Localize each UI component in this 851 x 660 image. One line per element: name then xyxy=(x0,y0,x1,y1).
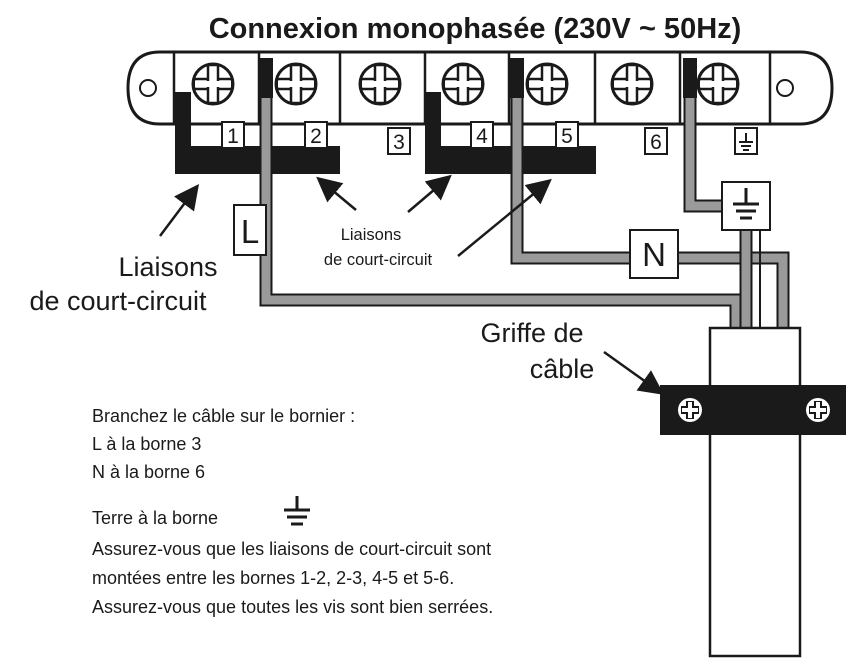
screw-icon xyxy=(274,62,318,106)
cable-clamp-label-1: Griffe de xyxy=(480,318,583,348)
svg-text:4: 4 xyxy=(476,125,488,148)
ground-icon xyxy=(721,181,771,231)
instructions: Branchez le câble sur le bornier : L à l… xyxy=(92,406,493,617)
screw-icon xyxy=(191,62,235,106)
screw-icon xyxy=(610,62,654,106)
cable-clamp-label-2: câble xyxy=(530,354,595,384)
screw-icon xyxy=(806,398,830,422)
svg-text:6: 6 xyxy=(650,131,662,154)
instruction-line: N à la borne 6 xyxy=(92,462,205,482)
ground-lead-stub xyxy=(683,58,697,98)
ground-icon xyxy=(734,127,758,155)
instruction-line: Branchez le câble sur le bornier : xyxy=(92,406,355,426)
cable-clamp xyxy=(660,385,846,435)
instruction-line: L à la borne 3 xyxy=(92,434,201,454)
page-title: Connexion monophasée (230V ~ 50Hz) xyxy=(209,13,742,45)
instruction-line: Assurez-vous que toutes les vis sont bie… xyxy=(92,597,493,617)
svg-text:N: N xyxy=(642,236,666,273)
screw-icon xyxy=(696,62,740,106)
terminal-label-5: 5 xyxy=(555,121,579,149)
callout-arrow xyxy=(159,174,665,395)
svg-text:2: 2 xyxy=(310,125,322,148)
terminal-label-1: 1 xyxy=(221,121,245,149)
line-wire-tag: L xyxy=(233,204,267,256)
mounting-hole-right xyxy=(776,79,794,97)
wire-line-fill xyxy=(261,98,741,330)
screw-icon xyxy=(525,62,569,106)
terminal-label-3: 3 xyxy=(387,127,411,155)
short-circuit-label-mid-2: de court-circuit xyxy=(324,251,433,269)
svg-text:L: L xyxy=(241,213,259,250)
neutral-wire-tag: N xyxy=(629,229,679,279)
terminal-label-6: 6 xyxy=(644,127,668,155)
terminal-label-4: 4 xyxy=(470,121,494,149)
instruction-line: Assurez-vous que les liaisons de court-c… xyxy=(92,539,491,559)
screw-icon xyxy=(441,62,485,106)
instruction-line: montées entre les bornes 1-2, 2-3, 4-5 e… xyxy=(92,568,454,588)
terminal-label-2: 2 xyxy=(304,121,328,149)
cable-sheath xyxy=(708,326,802,658)
short-circuit-label-left-1: Liaisons xyxy=(118,252,217,282)
svg-text:5: 5 xyxy=(561,125,573,148)
screw-icon xyxy=(678,398,702,422)
svg-text:3: 3 xyxy=(393,131,405,154)
short-circuit-link-1-3 xyxy=(175,58,340,174)
short-circuit-label-left-2: de court-circuit xyxy=(29,286,207,316)
svg-text:1: 1 xyxy=(227,125,239,148)
wire-ground-fill xyxy=(685,98,751,330)
screw-icon xyxy=(358,62,402,106)
instruction-line: Terre à la borne xyxy=(92,508,218,528)
short-circuit-label-mid-1: Liaisons xyxy=(341,226,402,244)
mounting-hole-left xyxy=(139,79,157,97)
ground-icon xyxy=(284,496,310,526)
